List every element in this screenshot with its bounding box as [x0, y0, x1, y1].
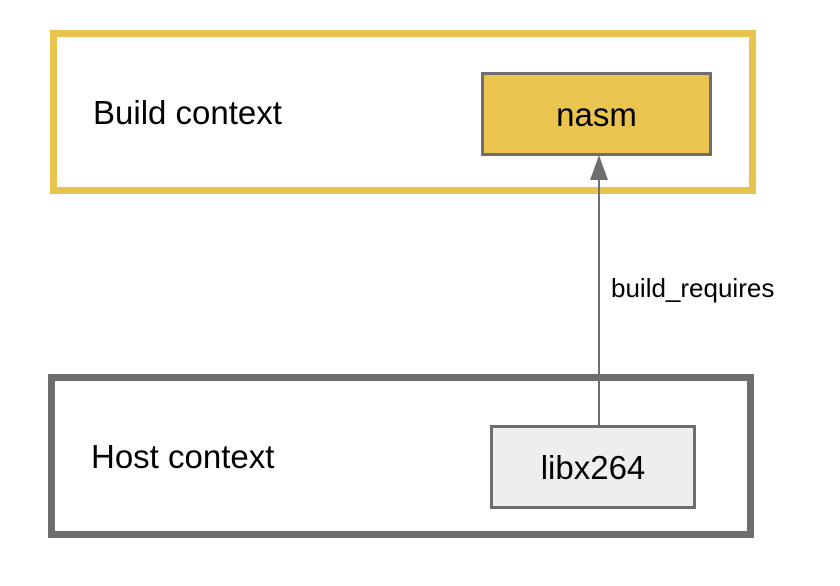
edge-label-build-requires: build_requires: [611, 273, 775, 303]
node-label-nasm: nasm: [556, 95, 637, 133]
group-label-build-context: Build context: [93, 93, 282, 131]
node-libx264[interactable]: libx264: [490, 425, 696, 509]
node-nasm[interactable]: nasm: [481, 72, 712, 156]
node-label-libx264: libx264: [540, 448, 646, 486]
group-label-host-context: Host context: [91, 437, 275, 475]
